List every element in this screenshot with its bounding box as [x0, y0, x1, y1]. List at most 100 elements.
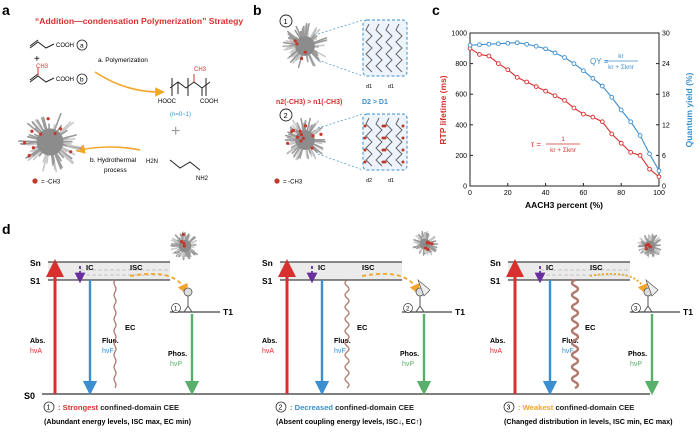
chain-methyl	[401, 148, 405, 152]
band-shade	[508, 262, 630, 280]
ic-label: IC	[86, 263, 94, 272]
polymer-chain	[365, 117, 373, 167]
zoom-line-1b	[317, 59, 364, 77]
series-point-right	[467, 42, 473, 48]
series-point-left	[571, 105, 577, 111]
stick-figure-leg	[415, 305, 421, 313]
case2-label-b: 2	[284, 111, 288, 120]
dot-a-methyl	[39, 132, 43, 136]
polymer-cooh: COOH	[200, 99, 218, 105]
reagent-b-marker	[76, 73, 88, 85]
caption-title: : Strongest confined-domain CEE	[58, 403, 179, 412]
zoom-box-case1	[362, 19, 408, 77]
series-point-right	[505, 40, 511, 46]
isc-arrow	[361, 273, 420, 295]
series-point-left	[656, 174, 662, 180]
dot-a-methyl	[69, 150, 73, 154]
isc-label: ISC	[362, 263, 375, 272]
hydrothermal-arrow	[75, 144, 141, 154]
dot-b2-methyl	[311, 134, 315, 138]
case1-label-b: 1	[284, 17, 288, 26]
series-point-left	[496, 61, 501, 66]
dot-d1-methyl	[182, 244, 187, 248]
stick-figure-leg	[187, 305, 193, 313]
series-point-left	[505, 67, 511, 73]
dot-b2-methyl	[295, 135, 300, 139]
case2-marker-b	[279, 108, 293, 122]
reagent-a-label: a	[80, 43, 84, 50]
fluo-label: Fluo.	[334, 338, 351, 345]
dot-d2-methyl	[427, 241, 431, 245]
methacrylic-acid-structure	[29, 68, 55, 83]
dot-a-methyl	[27, 153, 31, 158]
x-tick-label: 20	[504, 190, 512, 197]
ec-wave	[570, 278, 580, 390]
series-point-right	[514, 40, 520, 46]
isc-arrow	[129, 273, 188, 295]
dot-b2-methyl	[292, 128, 296, 132]
dot-a-core	[36, 128, 64, 156]
polymer-chain	[395, 23, 403, 73]
isc-label: ISC	[590, 263, 603, 272]
series-point-right	[590, 76, 596, 81]
polymer-chain	[385, 23, 393, 73]
ec-label: EC	[357, 323, 368, 332]
caption-rest: confined-domain CEE	[335, 403, 414, 412]
series-point-left	[647, 166, 652, 172]
series-point-left	[562, 97, 567, 103]
methyl-legend-b: = -CH3	[283, 180, 303, 186]
dot-b2-methyl	[303, 124, 308, 128]
panel-label-a: a	[2, 2, 10, 18]
chain-methyl	[401, 160, 405, 164]
series-point-right	[486, 41, 492, 47]
stick-figure-head	[183, 287, 193, 297]
hv-p-label: hνP	[630, 361, 642, 368]
methyl-relation: n2(-CH3) > n1(-CH3)	[276, 99, 342, 106]
isc-label: ISC	[130, 263, 143, 272]
dot-b1-methyl	[295, 42, 299, 46]
hv-p-label: hνP	[170, 361, 182, 368]
ch3-label-b: CH3	[36, 64, 49, 70]
chain-methyl	[383, 148, 387, 152]
series-point-left	[637, 153, 643, 158]
methyl-legend-dot-b	[274, 178, 280, 184]
series-point-left	[609, 131, 615, 137]
panel-label-c: c	[432, 2, 440, 18]
chain-methyl	[363, 148, 367, 152]
s1-label: S1	[30, 276, 41, 286]
caption-subtitle: (Changed distribution in levels, ISC min…	[504, 417, 673, 426]
stick-figure-leg	[647, 305, 653, 313]
zoom-line-2a	[317, 113, 364, 129]
series-point-left	[599, 119, 605, 125]
polymer-ch3: CH3	[194, 67, 207, 73]
acrylic-acid-structure	[29, 39, 55, 49]
dot-d2-methyl	[430, 242, 434, 246]
methyl-legend-dot	[32, 178, 38, 184]
hv-a-label: hνA	[262, 348, 274, 355]
y-right-tick-label: 18	[662, 92, 670, 99]
hv-f-label: hνF	[102, 348, 114, 355]
shield-icon	[645, 278, 659, 297]
caption-title: : Decreased confined-domain CEE	[290, 403, 414, 412]
y-right-tick-label: 0	[662, 184, 666, 191]
polymer-chains-case1	[365, 23, 403, 73]
series-point-left	[477, 52, 482, 57]
chain-methyl	[363, 136, 367, 140]
hydrothermal-step-2: process	[104, 167, 128, 174]
caption-rest: confined-domain CEE	[555, 403, 634, 412]
dot-a-methyl	[31, 146, 35, 150]
caption-keyword: : Decreased	[290, 403, 335, 412]
ec-label: EC	[125, 323, 136, 332]
dot-b2-methyl	[286, 141, 290, 145]
case-number-jab: 1	[174, 307, 178, 313]
amine-h2n: H2N	[146, 159, 158, 165]
dot-b2-methyl	[299, 139, 303, 143]
hv-a-label: hνA	[490, 348, 502, 355]
d2-label: d2	[366, 178, 372, 184]
caption-case-marker	[275, 401, 287, 413]
case-marker-jab	[631, 303, 641, 313]
caption-case-marker	[503, 401, 515, 413]
caption-case-number: 1	[47, 405, 51, 412]
